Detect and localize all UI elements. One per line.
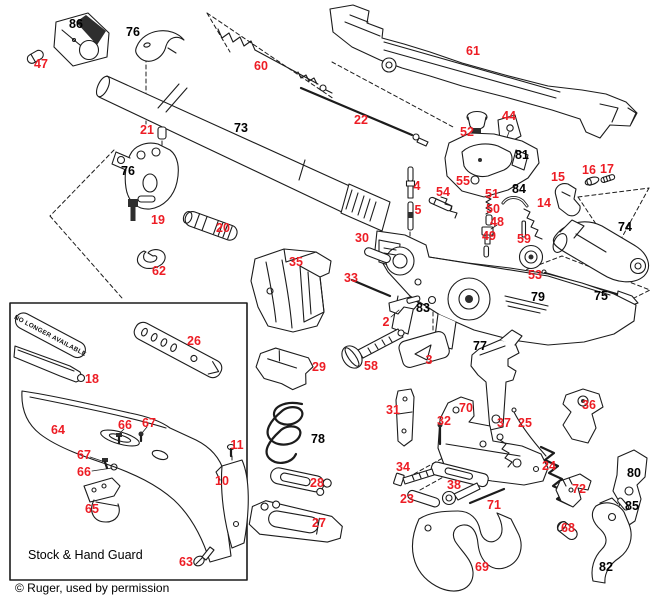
part-82-trigger (591, 497, 632, 584)
part-10-buttplate (215, 459, 249, 549)
part-65-sling-swivel (83, 477, 121, 523)
part-58-takedown-screw (341, 328, 405, 369)
part-78-spring (265, 401, 304, 464)
part-85-pin (617, 497, 630, 511)
part-47-pin (26, 49, 44, 64)
part-19-screw (128, 199, 138, 221)
part-63-screw (193, 546, 215, 567)
part-30-pin (364, 247, 391, 264)
part-64-stock (21, 390, 232, 563)
part-49-pin (483, 245, 490, 258)
part-28-guide-plate (270, 467, 332, 496)
part-17-spring (600, 174, 616, 183)
part-22-gas-pipe (299, 86, 429, 147)
part-18-handguard (13, 345, 86, 383)
stock-box (9, 302, 248, 581)
part-77-bolt-lock (470, 329, 523, 431)
part-27-base-plate (248, 500, 343, 543)
part-26-handguard-liner (133, 321, 223, 379)
part-38-screw (441, 482, 481, 506)
part-11-screw (226, 443, 236, 458)
part-60-recoil-spring (217, 28, 333, 94)
part-73-barrel (95, 75, 391, 232)
part-banner-no-longer-available (14, 312, 86, 359)
part-36-hammer (562, 388, 604, 444)
part-70-trigger-housing (430, 396, 549, 488)
part-71-pin (468, 487, 506, 505)
part-15-latch (554, 183, 581, 217)
part-5-plunger (407, 201, 414, 231)
part-55-spring (440, 196, 458, 219)
part-14-spring (523, 208, 543, 240)
part-69-trigger-guard (412, 510, 522, 592)
part-53-grommet (518, 244, 544, 270)
part-51-spring (485, 196, 492, 215)
part-32-pin (437, 422, 443, 446)
part-31-magazine-latch (395, 388, 415, 447)
part-3-cover-plate (398, 330, 450, 368)
part-72-secondary-sear (555, 473, 592, 508)
part-62-clip (136, 249, 166, 269)
part-34-screw (393, 468, 435, 487)
part-61-slide-assembly (329, 4, 638, 139)
part-50-plunger (485, 214, 493, 226)
part-29-guide (255, 347, 314, 391)
stock-hand-guard-caption: Stock & Hand Guard (28, 548, 143, 562)
part-76-gas-block-bracket (111, 142, 179, 210)
part-81-rear-sight-base (444, 132, 540, 198)
part-59-pin (521, 220, 527, 238)
part-74-bolt (552, 219, 650, 283)
part-4-plunger (405, 166, 416, 199)
part-37-spring (496, 433, 513, 468)
part-68-bushing (556, 521, 578, 541)
part-23-pin (407, 489, 441, 508)
part-66-67-screws-left (89, 456, 118, 472)
part-35-magazine (250, 248, 332, 333)
part-48-screw (481, 224, 498, 245)
part-16-pin (584, 176, 600, 186)
part-21-pin (157, 126, 167, 140)
part-66-67-screws-top (116, 426, 148, 445)
part-33-pin (350, 278, 392, 298)
part-52-sight-plunger (466, 110, 488, 136)
part-25-spring (511, 407, 547, 457)
part-83-pin (406, 295, 421, 304)
copyright-text: © Ruger, used by permission (15, 581, 170, 595)
part-84-spring-wire (501, 196, 529, 208)
part-86-front-sight (53, 12, 110, 67)
part-20-gas-piston (182, 210, 238, 241)
part-54-pin (428, 196, 453, 212)
part-76-handguard-clamp (135, 30, 185, 62)
